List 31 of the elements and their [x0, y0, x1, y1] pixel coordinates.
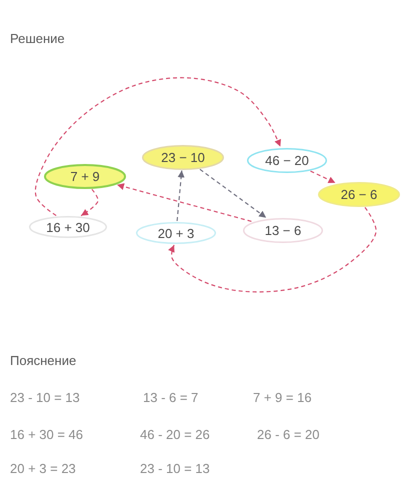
equation-text: 26 - 6 = 20: [257, 427, 320, 442]
dashed-arrow: [116, 183, 252, 222]
expression-text: 23 − 10: [161, 150, 205, 164]
section-heading: Решение: [10, 31, 65, 46]
equation-text: 16 + 30 = 46: [10, 427, 84, 442]
expression-text: 20 + 3: [158, 226, 194, 240]
expression-text: 16 + 30: [46, 220, 90, 234]
oval-node: [142, 144, 224, 170]
equation-text: 20 + 3 = 23: [10, 461, 76, 476]
oval-node: [243, 218, 323, 242]
equation-text: 46 - 20 = 26: [140, 427, 210, 442]
oval-node: [136, 222, 216, 244]
dashed-arrow: [168, 207, 377, 292]
equation-text: 13 - 6 = 7: [143, 390, 198, 405]
dashed-arrow: [80, 188, 99, 216]
dashed-arrow: [176, 170, 185, 222]
expression-text: 46 − 20: [265, 152, 309, 168]
equation-text: 7 + 9 = 16: [253, 390, 312, 405]
dashed-arrow: [200, 168, 266, 218]
expression-text: 13 − 6: [264, 222, 302, 238]
expression-text: 7 + 9: [70, 168, 100, 184]
dashed-arrow: [34, 77, 281, 216]
expression-text: 26 − 6: [340, 186, 378, 202]
dashed-arrow: [310, 170, 336, 184]
oval-node: [247, 148, 327, 172]
oval-node: [29, 216, 107, 238]
equation-text: 23 - 10 = 13: [140, 461, 210, 476]
oval-node: [318, 182, 400, 206]
equation-text: 23 - 10 = 13: [10, 390, 80, 405]
section-heading: Пояснение: [10, 353, 76, 368]
oval-node: [44, 164, 126, 188]
